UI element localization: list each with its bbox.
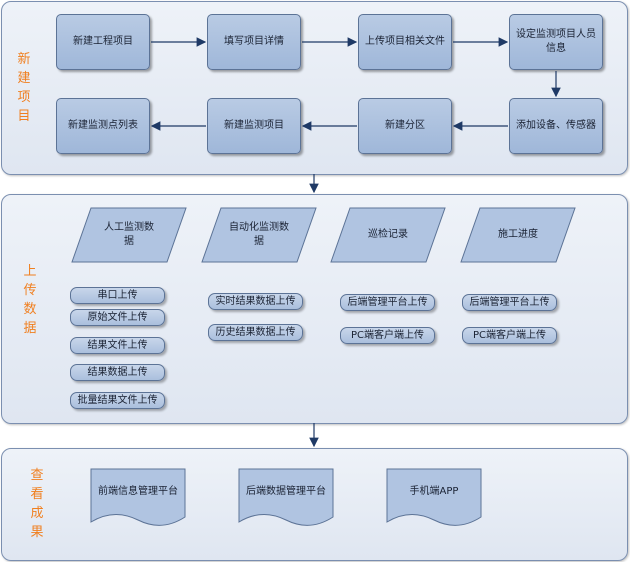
section-title-upload: 上传数据 [23, 264, 37, 336]
method-result-file-upload: 结果文件上传 [70, 337, 165, 354]
step-new-monitoring-project: 新建监测项目 [207, 98, 301, 154]
step-set-personnel: 设定监测项目人员信息 [509, 14, 603, 70]
method-batch-result-upload: 批量结果文件上传 [70, 392, 165, 409]
method-result-data-upload: 结果数据上传 [70, 364, 165, 381]
method-backend-upload: 后端管理平台上传 [340, 294, 435, 311]
step-add-devices: 添加设备、传感器 [509, 98, 603, 154]
source-inspection-records: 巡检记录 [330, 207, 446, 263]
method-backend-upload: 后端管理平台上传 [462, 294, 557, 311]
parallelogram-shape [460, 207, 576, 263]
source-label: 自动化监测数据 [229, 222, 289, 247]
method-pc-client-upload: PC端客户端上传 [462, 327, 557, 344]
section-title-view: 查看成果 [30, 468, 44, 540]
section-title-create: 新建项目 [17, 52, 31, 124]
document-shape [90, 468, 186, 526]
parallelogram-shape [330, 207, 446, 263]
method-pc-client-upload: PC端客户端上传 [340, 327, 435, 344]
method-serial-upload: 串口上传 [70, 287, 165, 304]
source-manual-monitoring: 人工监测数据 [71, 207, 187, 263]
source-auto-monitoring: 自动化监测数据 [201, 207, 317, 263]
output-label: 手机端APP [409, 486, 459, 497]
output-label: 后端数据管理平台 [246, 486, 326, 497]
source-label: 巡检记录 [368, 229, 408, 240]
parallelogram-shape [71, 207, 187, 263]
output-mobile-app: 手机端APP [386, 468, 482, 528]
method-history-upload: 历史结果数据上传 [208, 324, 303, 341]
method-raw-file-upload: 原始文件上传 [70, 309, 165, 326]
output-frontend-platform: 前端信息管理平台 [90, 468, 186, 528]
step-new-point-list: 新建监测点列表 [56, 98, 150, 154]
output-backend-platform: 后端数据管理平台 [238, 468, 334, 528]
source-label: 施工进度 [498, 229, 538, 240]
source-construction-progress: 施工进度 [460, 207, 576, 263]
document-shape [386, 468, 482, 526]
output-label: 前端信息管理平台 [98, 486, 178, 497]
step-new-zone: 新建分区 [358, 98, 452, 154]
step-upload-files: 上传项目相关文件 [358, 14, 452, 70]
parallelogram-shape [201, 207, 317, 263]
source-label: 人工监测数据 [104, 222, 154, 247]
method-realtime-upload: 实时结果数据上传 [208, 293, 303, 310]
step-new-project: 新建工程项目 [56, 14, 150, 70]
step-fill-details: 填写项目详情 [207, 14, 301, 70]
document-shape [238, 468, 334, 526]
